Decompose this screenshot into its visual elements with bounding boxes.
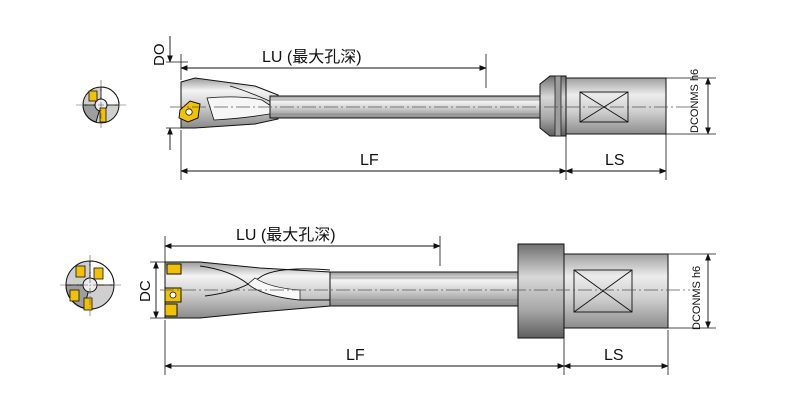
- end-view-icon: [76, 80, 126, 128]
- end-view-icon: [60, 255, 122, 316]
- bottom-tool: DC LU (最大孔深) DCONMS h6 LF LS: [60, 226, 716, 375]
- shank-body: [563, 253, 669, 329]
- ls-label: LS: [605, 152, 625, 169]
- do-label: DO: [151, 44, 168, 67]
- insert-icon: [164, 263, 182, 317]
- insert-icon: [178, 100, 201, 123]
- dc-label: DC: [137, 280, 154, 302]
- top-tool: DO LU (最大孔深) DCONMS h6 LF LS: [76, 36, 716, 180]
- dconms-label: DCONMS h6: [689, 69, 701, 133]
- shank-body: [565, 77, 667, 135]
- shank-collar: [517, 243, 565, 339]
- dconms-label: DCONMS h6: [691, 266, 703, 330]
- lu-label: LU (最大孔深): [236, 226, 336, 244]
- ls-label: LS: [604, 347, 624, 364]
- shank-flange: [539, 75, 567, 137]
- lf-label: LF: [360, 152, 379, 169]
- lu-label: LU (最大孔深): [262, 48, 362, 66]
- shank-flat: [573, 269, 633, 313]
- drill-shaft: [329, 271, 519, 307]
- lf-label: LF: [346, 347, 365, 364]
